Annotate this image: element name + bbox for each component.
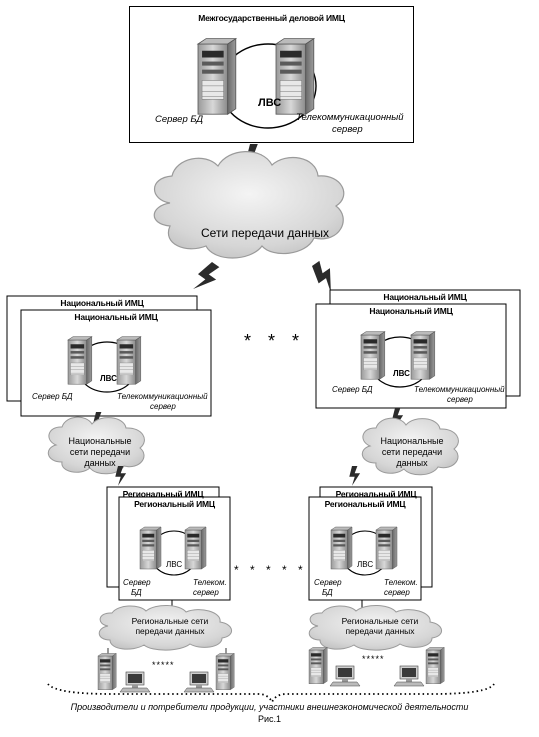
telecom-server-label-regional-left-l1: Телеком. [193,578,227,587]
national-right-back-title: Национальный ИМЦ [383,292,467,302]
lan-label-top: ЛВС [258,97,282,109]
national-left-title: Национальный ИМЦ [74,312,158,322]
regional-cloud-right-label-l1: Региональные сети [341,616,419,626]
db-server-label-national-right: Сервер БД [332,385,373,394]
telecom-server-label-regional-right-l2: сервер [384,588,410,597]
telecom-server-top [275,37,315,115]
db-server-label-regional-left-l1: Сервер [123,578,151,587]
main-network-cloud [153,151,345,259]
national-cloud-right [361,417,459,476]
db-server-national-right [360,331,386,380]
client-server-right-1 [308,647,328,685]
national-cloud-left-label-l2: сети передачи [69,447,131,457]
db-server-label-top: Сервер БД [155,114,204,125]
client-pc-right-2 [393,665,425,687]
regional-right-front-box [308,496,422,601]
client-pc-left-2 [183,671,215,693]
client-server-right-2 [425,647,445,685]
db-server-national-left [67,336,93,385]
client-pc-left-1 [119,671,151,693]
link-bolt-left [189,259,224,297]
db-server-label-regional-right-l2: БД [322,588,333,597]
telecom-server-national-left [116,336,142,385]
regional-right-back-title: Региональный ИМЦ [335,489,417,499]
telecom-server-label-top-l2: сервер [332,124,363,135]
telecom-server-label-regional-right-l1: Телеком. [384,578,418,587]
interstate-center-box: Межгосударственный деловой ИМЦ [129,6,414,143]
telecom-server-label-regional-left-l2: сервер [193,588,219,597]
client-server-left-1 [97,653,117,691]
telecom-server-label-national-left-l1: Телекоммуникационный [117,392,208,401]
db-server-label-regional-right-l1: Сервер [314,578,342,587]
national-left-front-box [20,309,212,417]
national-cloud-left-label-l3: данных [84,458,116,468]
telecom-server-label-national-left-l2: сервер [150,402,176,411]
national-right-title: Национальный ИМЦ [369,306,453,316]
telecom-server-regional-left [184,526,207,570]
telecom-server-regional-right [375,526,398,570]
regional-right-title: Региональный ИМЦ [324,499,406,509]
regional-cloud-left [98,605,232,651]
client-pc-right-1 [329,665,361,687]
national-left-back-title: Национальный ИМЦ [60,298,144,308]
lan-label-regional-right: ЛВС [357,560,374,569]
lan-label-national-left: ЛВС [100,374,117,383]
figure-label: Рис.1 [257,714,282,724]
regional-left-title: Региональный ИМЦ [134,499,215,509]
main-cloud-label: Сети передачи данных [201,226,329,240]
regional-cloud-left-label-l1: Региональные сети [131,616,209,626]
national-cloud-right-label-l1: Национальные [380,436,444,446]
national-separator: * * * [244,331,306,351]
telecom-server-label-national-right-l2: сервер [447,395,473,404]
national-cloud-right-label-l3: данных [396,458,428,468]
national-cloud-left-label-l1: Национальные [68,436,132,446]
client-server-left-2 [215,653,235,691]
telecom-server-label-national-right-l1: Телекоммуникационный [414,385,505,394]
db-server-regional-right [330,526,353,570]
regional-cloud-left-label-l2: передачи данных [135,626,205,636]
regional-left-front-box [118,496,231,601]
lan-label-national-right: ЛВС [393,369,410,378]
participants-caption: Производители и потребители продукции, у… [70,702,469,712]
regional-separator: * * * * * [234,563,307,577]
db-server-regional-left [139,526,162,570]
regional-cloud-right [308,605,442,651]
telecom-server-label-top-l1: Телекоммуникационный [296,112,404,123]
db-server-top [197,37,237,115]
link-bolt-regional-right [349,466,361,486]
telecom-server-national-right [410,331,436,380]
regional-left-back-title: Региональный ИМЦ [122,489,204,499]
regional-cloud-right-label-l2: передачи данных [345,626,415,636]
db-server-label-national-left: Сервер БД [32,392,73,401]
db-server-label-regional-left-l2: БД [131,588,142,597]
interstate-center-title: Межгосударственный деловой ИМЦ [198,13,345,23]
lan-label-regional-left: ЛВС [166,560,183,569]
clients-separator-right: ***** [362,654,385,664]
participants-brace [47,683,495,705]
national-cloud-right-label-l2: сети передачи [381,447,443,457]
national-cloud-left [47,416,145,475]
clients-separator-left: ***** [152,660,175,670]
